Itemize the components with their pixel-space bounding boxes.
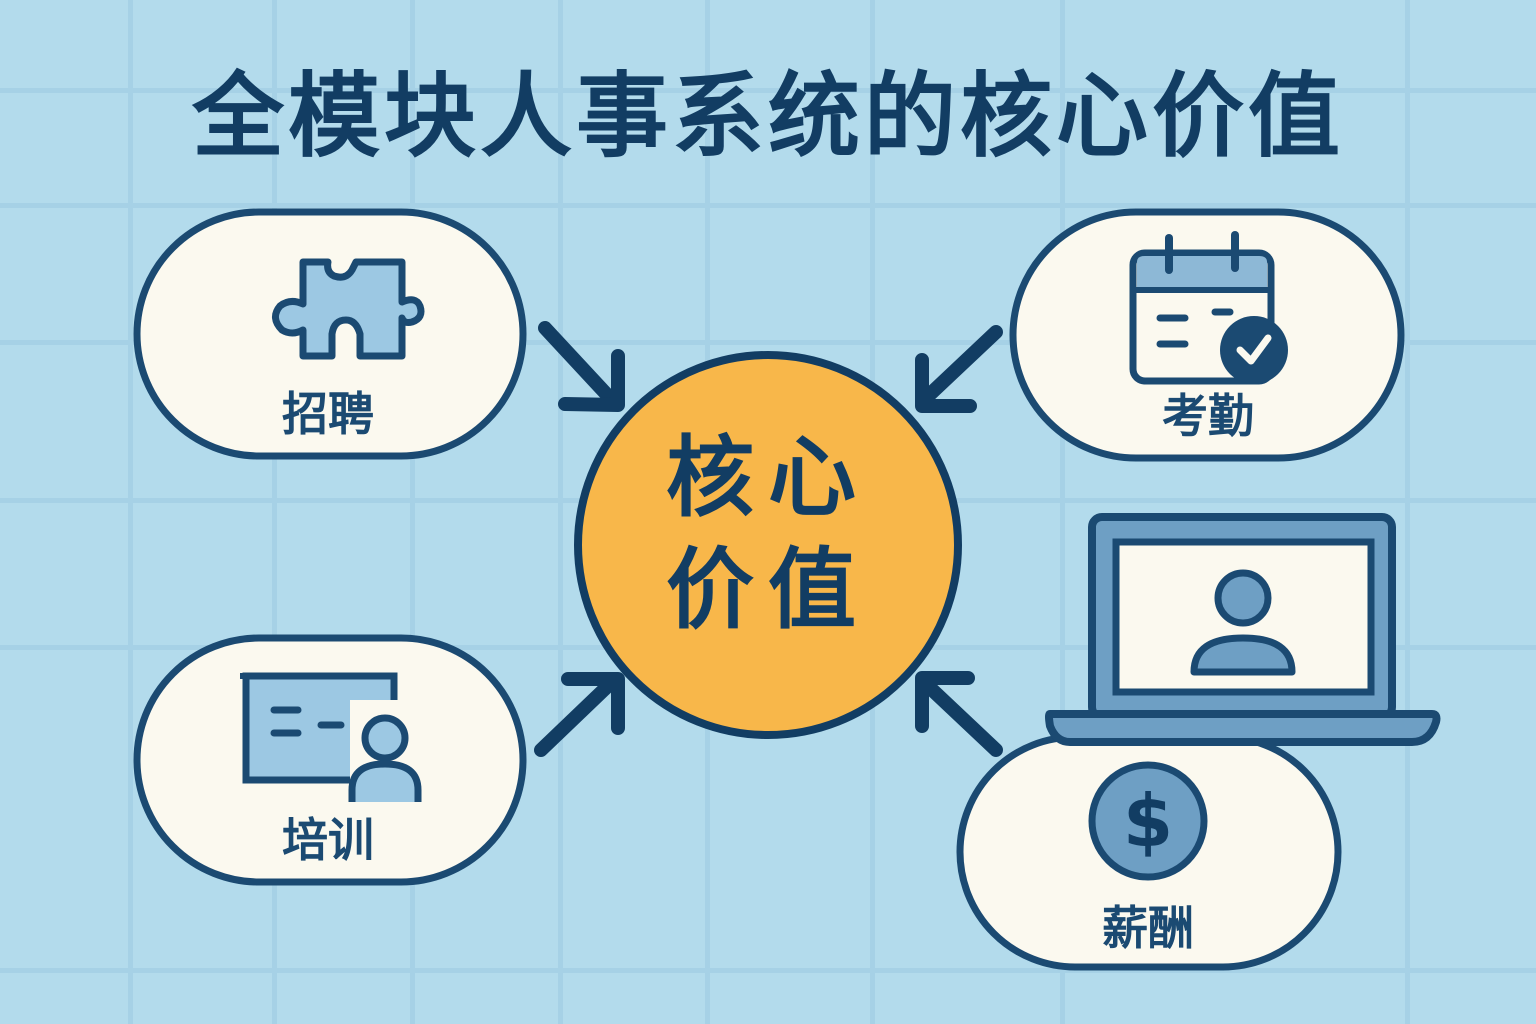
module-label-recruitment: 招聘 bbox=[282, 387, 374, 441]
module-label-attendance: 考勤 bbox=[1162, 389, 1254, 443]
module-label-training: 培训 bbox=[282, 813, 374, 867]
laptop-user-icon bbox=[1045, 513, 1441, 746]
core-value-line1: 核心 bbox=[665, 426, 870, 529]
page-title: 全模块人事系统的核心价值 bbox=[191, 63, 1344, 170]
core-value-line2: 价值 bbox=[665, 538, 870, 641]
puzzle-piece-icon bbox=[272, 258, 425, 360]
calendar-check-icon bbox=[1129, 231, 1288, 385]
arrow-from-attendance bbox=[915, 325, 1003, 413]
module-label-compensation: 薪酬 bbox=[1102, 901, 1194, 955]
arrow-from-compensation bbox=[915, 671, 1003, 757]
core-value-text: 核心 价值 bbox=[593, 422, 943, 646]
core-value-circle bbox=[574, 351, 962, 739]
arrow-from-training bbox=[534, 672, 625, 757]
presentation-board-person-icon bbox=[240, 672, 430, 810]
arrow-from-recruitment bbox=[538, 321, 625, 412]
svg-text:$: $ bbox=[1123, 779, 1173, 863]
dollar-coin-icon: $ bbox=[1088, 761, 1208, 881]
